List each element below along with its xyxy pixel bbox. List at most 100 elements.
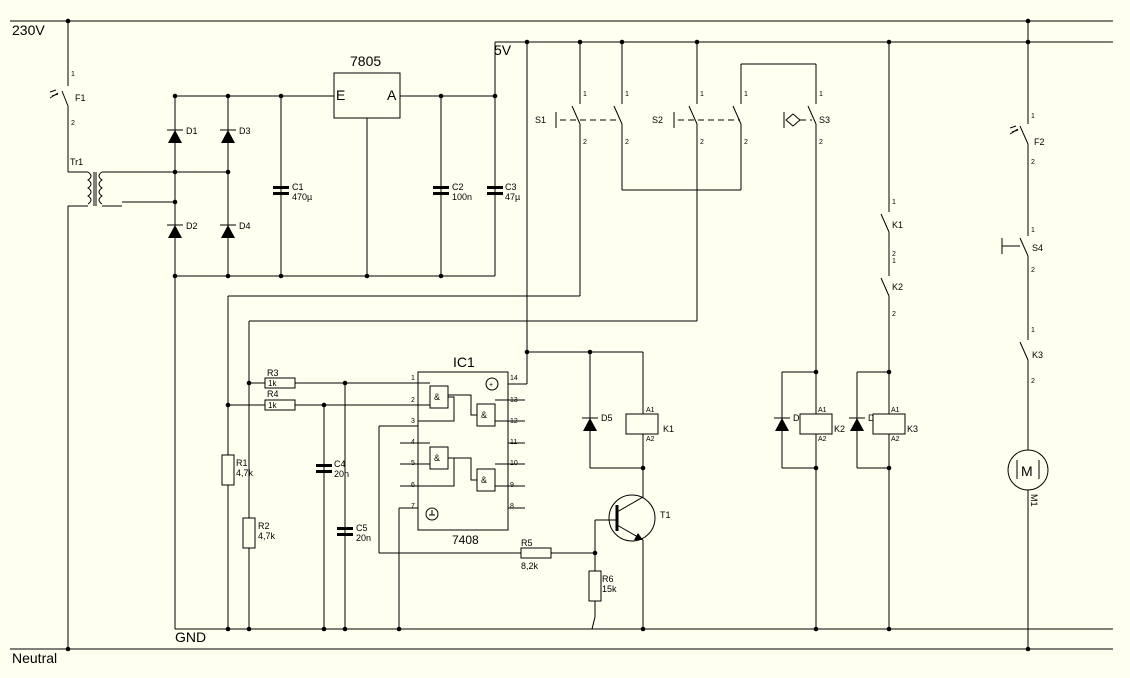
relay-label: K3 — [1032, 350, 1043, 360]
fuse-f1: 1 2 F1 — [49, 71, 86, 127]
relay-label: K2 — [834, 424, 845, 434]
relay-label: K2 — [892, 282, 903, 292]
ic-part: 7408 — [452, 533, 479, 547]
terminal-label: 1 — [744, 91, 748, 98]
terminal-label: 1 — [700, 91, 704, 98]
motor-symbol: M — [1021, 463, 1033, 479]
regulator-input: E — [336, 87, 345, 103]
terminal-label: 1 — [892, 199, 896, 206]
terminal-label: A1 — [646, 407, 655, 414]
terminal-label: 2 — [819, 139, 823, 146]
resistor-label: R4 — [267, 389, 279, 399]
fuse-f1-label: F1 — [75, 93, 86, 103]
terminal-label: A1 — [818, 407, 827, 414]
regulator-part: 7805 — [350, 53, 381, 69]
capacitor-c1: C1 470µ — [273, 182, 312, 202]
diode-label: D2 — [186, 221, 198, 231]
switch-s1: S1 1 2 1 2 — [535, 42, 629, 296]
relay-label: K3 — [907, 424, 918, 434]
terminal-label: 2 — [71, 120, 75, 127]
terminal-label: 2 — [1031, 159, 1035, 166]
terminal-label: 1 — [1031, 227, 1035, 234]
mains-label: 230V — [12, 22, 45, 38]
ic-pin: 1 — [411, 375, 415, 382]
switch-label: S4 — [1032, 243, 1043, 253]
terminal-label: 2 — [892, 311, 896, 318]
diode-d5: D5 — [582, 413, 613, 431]
resistor-label: R6 — [602, 574, 614, 584]
capacitor-c3: C3 47µ — [487, 182, 520, 202]
resistor-label: R3 — [267, 368, 279, 378]
resistor-label: R1 — [236, 458, 248, 468]
diode-label: D5 — [601, 413, 613, 423]
svg-text:+: + — [489, 382, 493, 389]
terminal-label: 1 — [583, 91, 587, 98]
diode-label: D4 — [239, 221, 251, 231]
fuse-f2-label: F2 — [1034, 137, 1045, 147]
resistor-r3: R3 1k — [264, 368, 296, 389]
ic-pin: 8 — [510, 503, 514, 510]
capacitor-value: 20n — [356, 533, 371, 543]
gate-symbol: & — [434, 453, 440, 463]
resistor-r6: R6 15k — [588, 570, 617, 602]
resistor-r2: R2 4,7k — [242, 517, 276, 549]
terminal-label: 2 — [700, 139, 704, 146]
ic-pin: 2 — [411, 397, 415, 404]
transistor-label: T1 — [660, 510, 671, 520]
ic-pin: 3 — [411, 418, 415, 425]
relay-coil-k2: K2 A1 A2 — [799, 407, 845, 443]
switch-label: S2 — [652, 115, 663, 125]
relay-coil-k3: K3 A1 A2 — [872, 407, 918, 443]
diode-d3: D3 — [220, 126, 251, 143]
diode-d2: D2 — [167, 221, 198, 238]
ground-label: GND — [175, 629, 206, 645]
capacitor-c4: C4 20n — [316, 459, 349, 479]
resistor-r4: R4 1k — [264, 389, 296, 411]
capacitor-value: 20n — [334, 469, 349, 479]
terminal-label: A2 — [818, 436, 827, 443]
relay-coil-k1: K1 A1 A2 — [625, 407, 674, 443]
terminal-label: 1 — [625, 91, 629, 98]
diode-label: D1 — [186, 126, 198, 136]
relay-contact-k2: K2 1 2 — [880, 258, 903, 318]
capacitor-label: C4 — [334, 459, 346, 469]
terminal-label: 2 — [744, 139, 748, 146]
resistor-value: 4,7k — [258, 531, 276, 541]
resistor-label: R2 — [258, 521, 270, 531]
capacitor-c2: C2 100n — [433, 182, 472, 202]
terminal-label: 2 — [892, 251, 896, 258]
relay-label: K1 — [663, 424, 674, 434]
ic-ref: IC1 — [453, 354, 475, 370]
relay-contact-k3: K3 1 2 — [1019, 327, 1043, 385]
relay-label: K1 — [892, 220, 903, 230]
terminal-label: 1 — [71, 71, 75, 78]
switch-s3: S3 1 2 — [783, 64, 830, 629]
gate-symbol: & — [481, 475, 487, 485]
resistor-value: 15k — [602, 584, 617, 594]
terminal-label: 1 — [892, 258, 896, 265]
capacitor-label: C2 — [452, 182, 464, 192]
resistor-value: 1k — [268, 401, 277, 410]
capacitor-value: 470µ — [292, 192, 312, 202]
terminal-label: 1 — [819, 91, 823, 98]
terminal-label: 1 — [1031, 327, 1035, 334]
resistor-r1: R1 4,7k — [221, 454, 254, 486]
diode-d1: D1 — [167, 126, 198, 143]
ic-7408: IC1 7408 + & & & & — [417, 354, 509, 547]
fuse-f2: F2 1 2 — [1009, 113, 1045, 166]
terminal-label: A1 — [891, 407, 900, 414]
capacitor-label: C1 — [292, 182, 304, 192]
transformer-label: Tr1 — [70, 157, 83, 167]
capacitor-label: C5 — [356, 523, 368, 533]
resistor-label: R5 — [521, 538, 533, 548]
resistor-value: 1k — [268, 379, 277, 388]
regulator-7805: 7805 E A — [333, 53, 401, 119]
terminal-label: 2 — [1031, 378, 1035, 385]
capacitor-c5: C5 20n — [337, 523, 371, 543]
terminal-label: 1 — [1031, 113, 1035, 120]
diode-d6: D6 — [774, 413, 805, 431]
neutral-label: Neutral — [12, 650, 57, 666]
resistor-value: 4,7k — [236, 468, 254, 478]
